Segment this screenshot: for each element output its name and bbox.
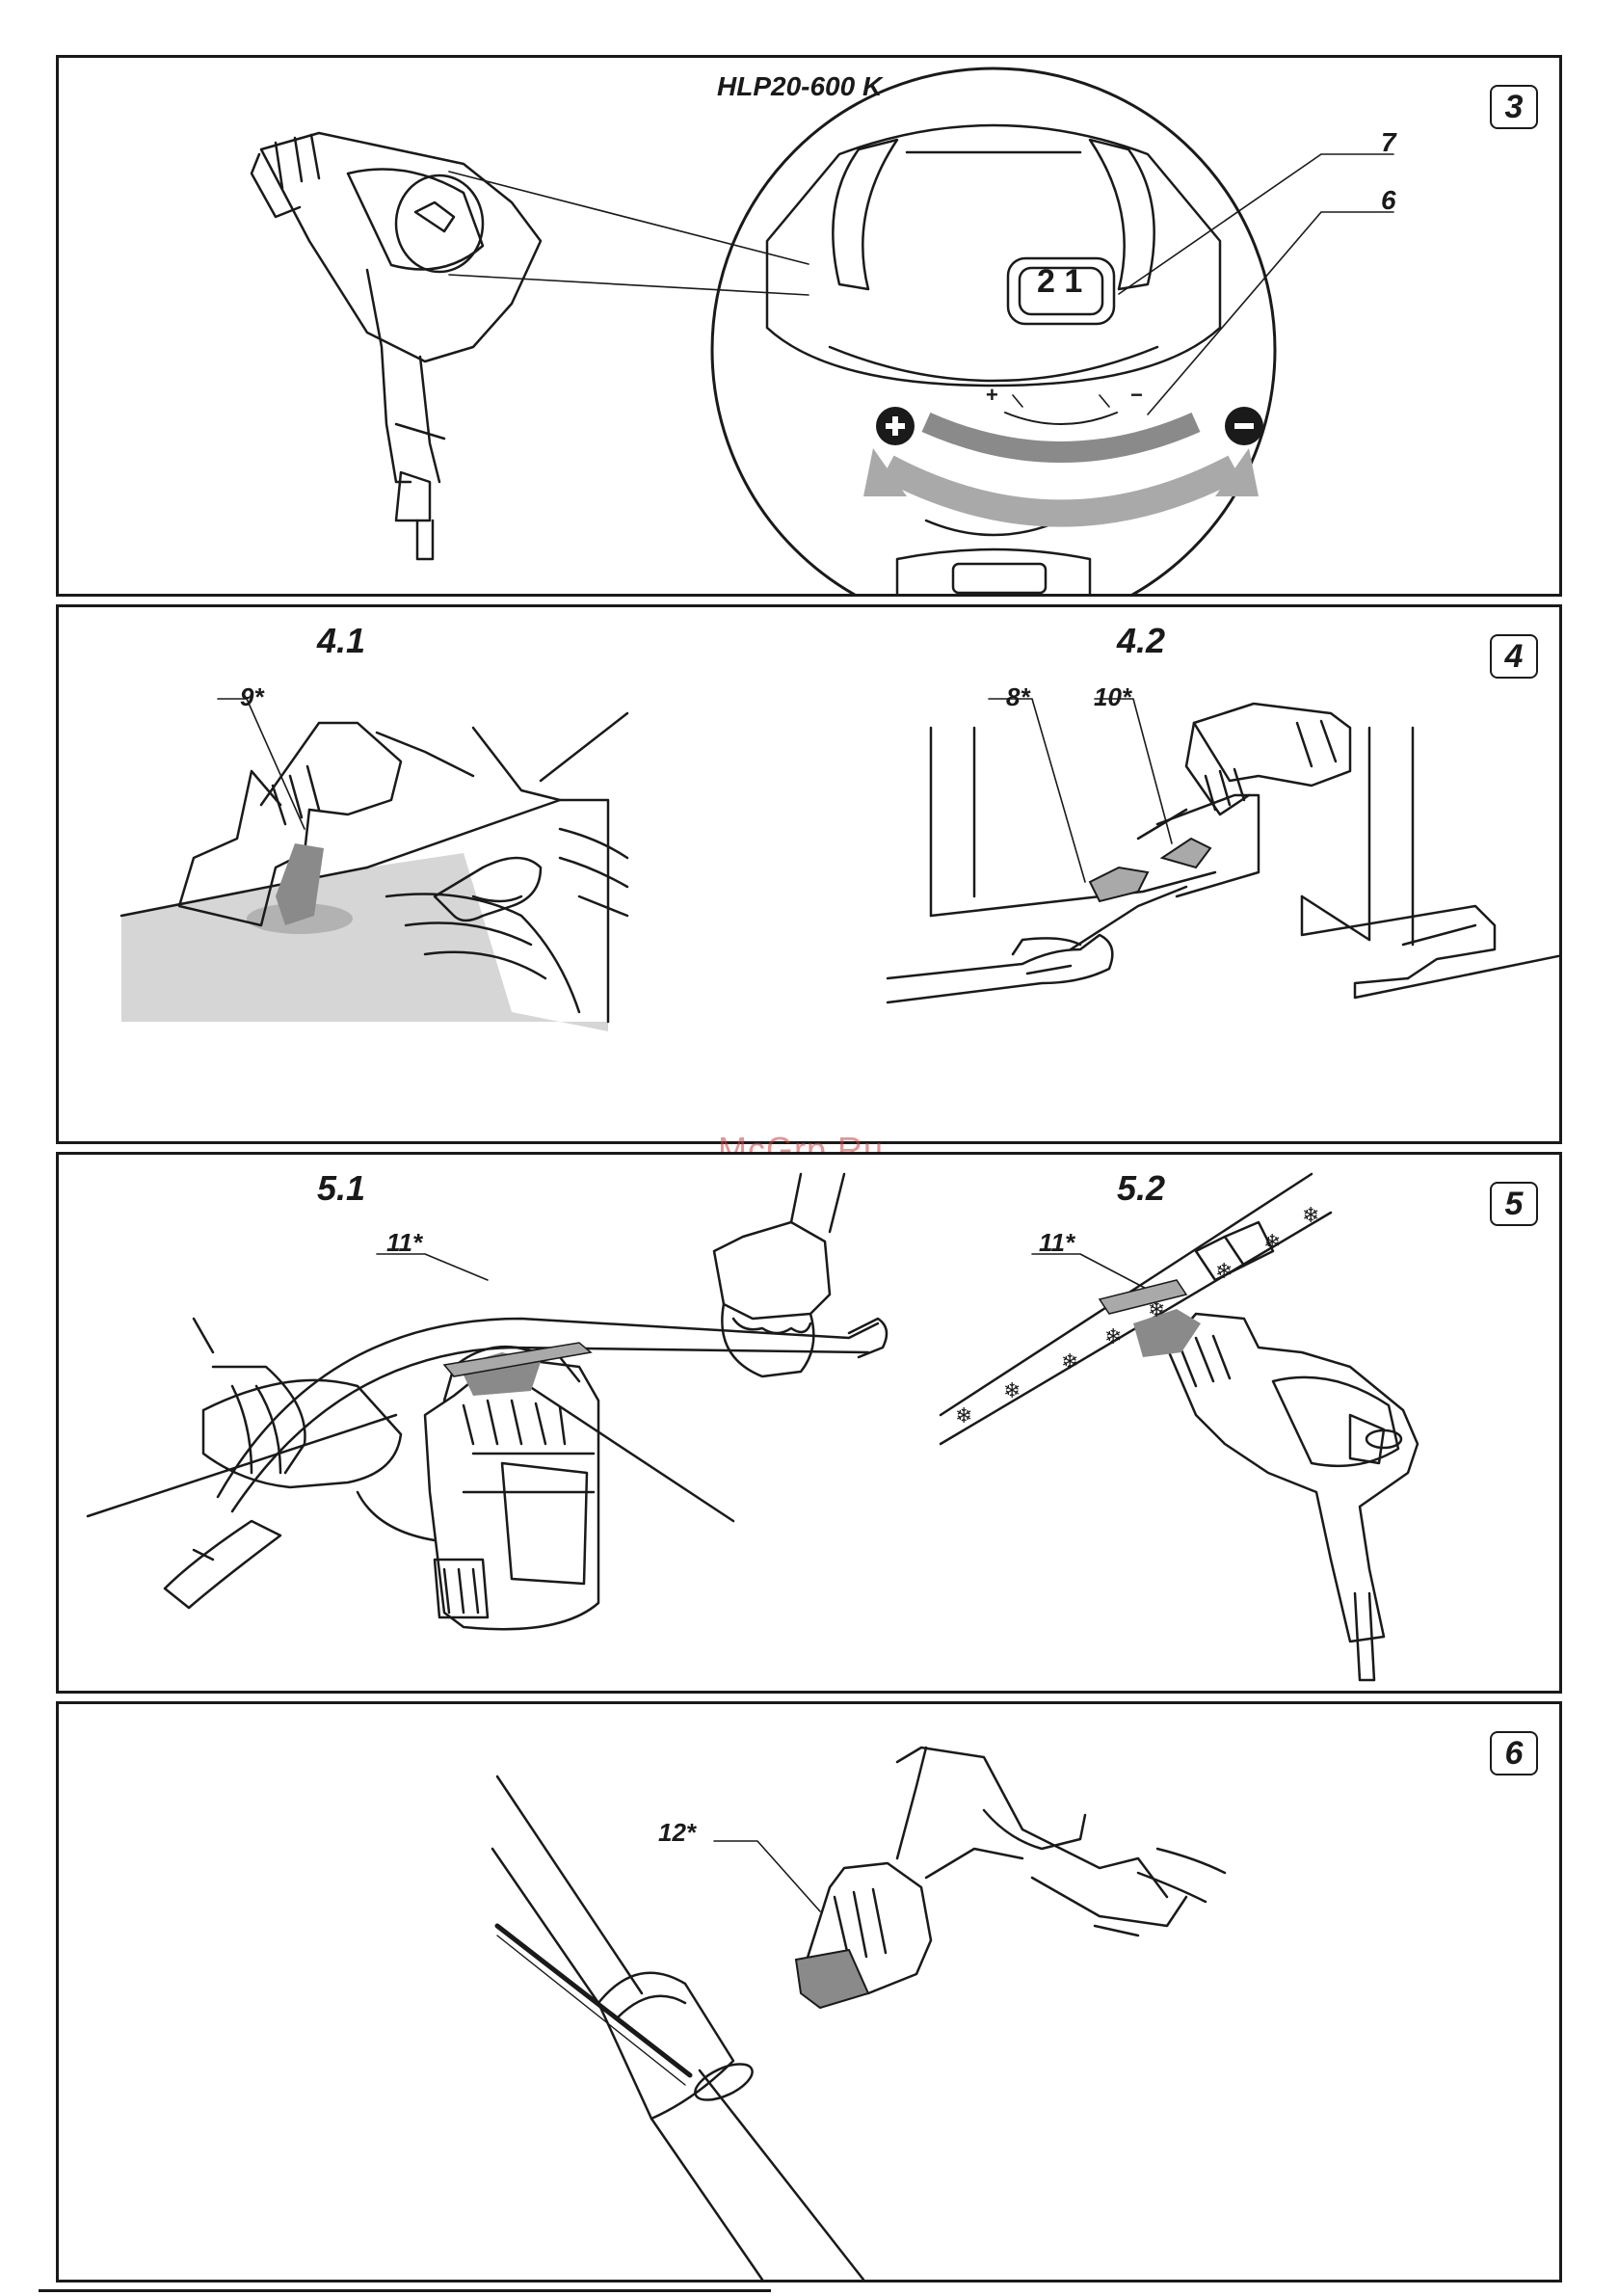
paint-stripping-illustrations xyxy=(59,607,1559,1141)
svg-text:❄: ❄ xyxy=(1104,1325,1122,1349)
figure-panel-6: 6 12* xyxy=(56,1701,1562,2283)
heat-gun-dial-illustration xyxy=(59,58,1559,594)
svg-text:❄: ❄ xyxy=(1263,1231,1281,1255)
minus-icon xyxy=(1225,407,1263,445)
plus-icon xyxy=(876,407,915,445)
svg-text:❄: ❄ xyxy=(1061,1350,1078,1375)
svg-text:❄: ❄ xyxy=(955,1404,972,1428)
bending-and-thawing-illustrations: ❄ ❄ ❄ ❄ ❄ ❄ ❄ ❄ xyxy=(59,1155,1559,1691)
figure-panel-3: 3 HLP20-600 K 7 6 2 1 + − xyxy=(56,55,1562,597)
svg-text:❄: ❄ xyxy=(1215,1260,1233,1284)
figure-panel-4: 4 4.1 4.2 9* 8* 10* xyxy=(56,604,1562,1144)
svg-text:❄: ❄ xyxy=(1302,1204,1319,1228)
footer-rule xyxy=(39,2289,771,2292)
svg-text:❄: ❄ xyxy=(1003,1379,1021,1403)
snowflake-icons: ❄ ❄ ❄ ❄ ❄ ❄ ❄ ❄ xyxy=(955,1204,1319,1428)
svg-text:❄: ❄ xyxy=(1148,1298,1165,1322)
figure-panel-5: 5 5.1 5.2 11* 11* xyxy=(56,1152,1562,1694)
heat-gun-icon xyxy=(252,133,541,559)
shrink-tube-illustration xyxy=(59,1704,1559,2280)
